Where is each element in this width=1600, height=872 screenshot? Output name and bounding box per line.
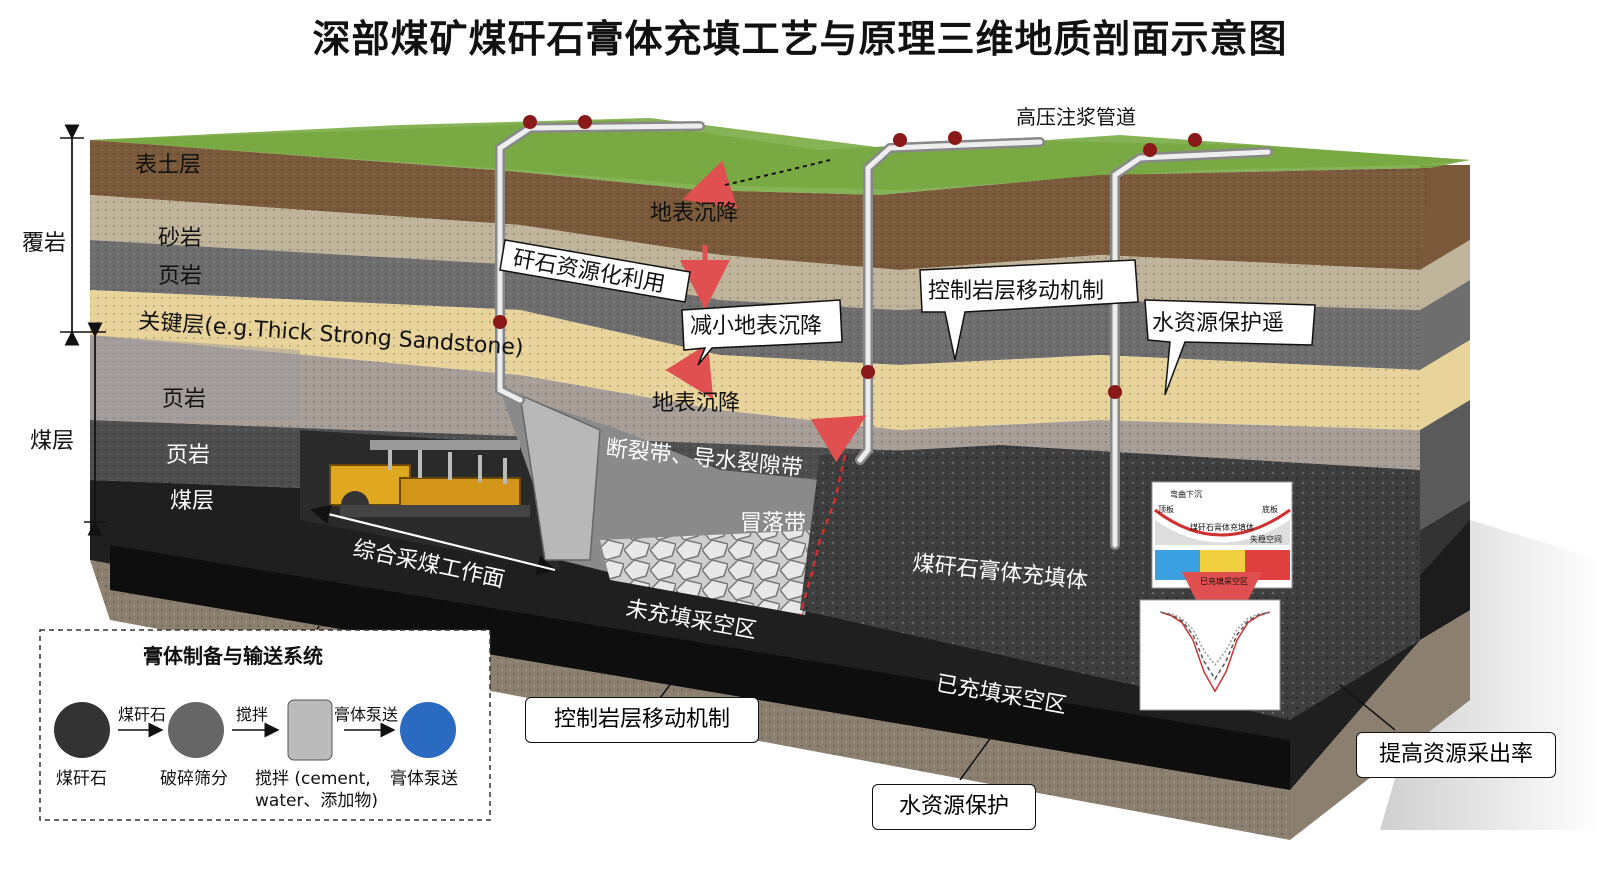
label-water-protection-bottom: 水资源保护	[898, 794, 1009, 819]
label-subsidence-top: 地表沉降	[650, 201, 738, 226]
inset-series-2	[1159, 611, 1271, 681]
label-coal: 煤层	[170, 489, 214, 514]
label-caving-zone: 冒落带	[740, 511, 806, 536]
subsidence-dashed-curve	[724, 159, 831, 186]
diagram-title: 深部煤矿煤矸石膏体充填工艺与原理三维地质剖面示意图	[312, 17, 1288, 61]
label-control-strata-top: 控制岩层移动机制	[928, 279, 1104, 304]
leader-lines	[294, 589, 1396, 781]
callout-improve-recovery: 提高资源采出率	[1356, 732, 1556, 778]
label-grout-pipe: 高压注浆管道	[1016, 105, 1136, 129]
working-face-dimension	[310, 504, 557, 576]
label-shale-mid: 页岩	[162, 387, 206, 412]
system-step1: 煤矸石	[56, 769, 107, 789]
callout-water-protection-bottom: 水资源保护	[872, 784, 1036, 830]
system-arrow3: 膏体泵送	[334, 705, 398, 724]
label-shale-upper: 页岩	[158, 264, 202, 289]
system-box-title: 膏体制备与输送系统	[143, 644, 323, 668]
red-arrows	[665, 160, 867, 463]
label-subsidence-mid: 地表沉降	[652, 391, 740, 416]
system-step3-line1: 搅拌 (cement,	[255, 769, 371, 789]
system-arrow2: 搅拌	[236, 705, 268, 724]
inset-chart	[1139, 599, 1281, 711]
inset-label-bottom: 已充填采空区	[1200, 576, 1248, 586]
inset-label-left: 顶板	[1158, 504, 1174, 514]
fracture-blocks	[519, 393, 601, 561]
inset-series-1	[1159, 611, 1271, 693]
system-step2: 破碎筛分	[160, 769, 228, 789]
inset-label-right: 底板	[1262, 504, 1278, 514]
inset-label-center: 煤矸石膏体充填体	[1190, 522, 1254, 532]
label-improve-recovery: 提高资源采出率	[1378, 742, 1533, 767]
label-topsoil: 表土层	[135, 153, 201, 178]
system-step4: 膏体泵送	[390, 768, 458, 789]
system-arrow1: 煤矸石	[118, 705, 166, 724]
mining-machine	[329, 440, 530, 519]
label-control-strata-bottom: 控制岩层移动机制	[553, 707, 730, 732]
system-step3-line2: water、添加物)	[255, 791, 378, 811]
label-coal-zone: 煤层	[30, 429, 74, 454]
shale-mid-face	[90, 335, 300, 420]
label-shale-lower: 页岩	[166, 443, 210, 468]
inset-label-gap: 失稳空间	[1250, 534, 1282, 544]
inset-label-top: 弯曲下沉	[1170, 489, 1202, 499]
callout-bubbles	[499, 239, 1316, 396]
caving-rubble	[600, 530, 820, 615]
valves	[493, 115, 1202, 399]
system-box-frame	[39, 629, 491, 821]
inset-mechanism	[1151, 481, 1293, 652]
label-water-protection-top: 水资源保护遥	[1152, 311, 1284, 336]
crack-line	[798, 454, 847, 616]
callout-control-strata-bottom: 控制岩层移动机制	[525, 697, 759, 743]
left-brackets	[60, 124, 106, 536]
label-overburden: 覆岩	[22, 231, 66, 256]
inset-series-3	[1159, 611, 1271, 667]
label-reduce-subsidence: 减小地表沉降	[690, 314, 822, 339]
label-sandstone: 砂岩	[158, 226, 202, 251]
